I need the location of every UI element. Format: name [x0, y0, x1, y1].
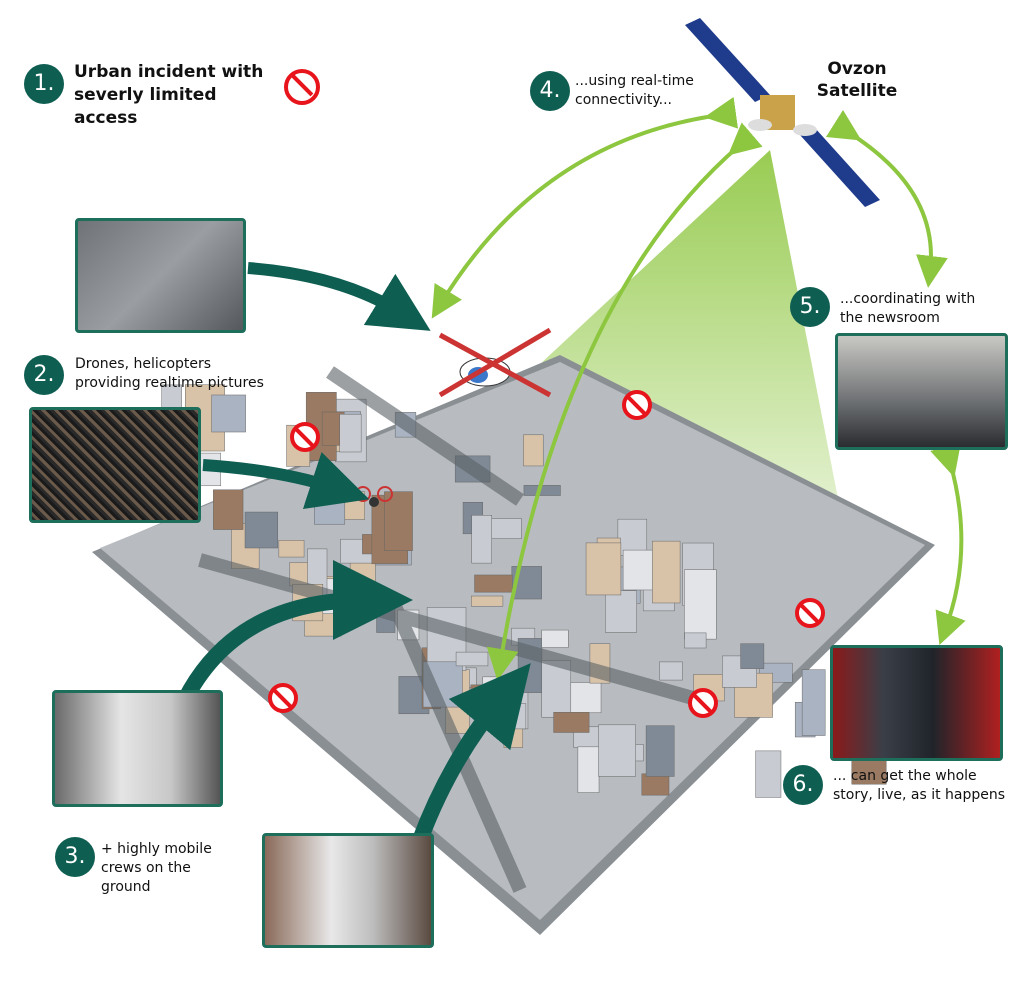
satellite-label: Ovzon Satellite: [816, 59, 898, 101]
building: [553, 712, 590, 733]
building: [455, 651, 489, 667]
building: [645, 725, 675, 777]
newsroom-photo: [835, 333, 1008, 450]
building: [641, 773, 670, 796]
building: [211, 394, 246, 433]
step-badge-2: 2.: [24, 355, 64, 395]
building: [659, 661, 683, 681]
link-arrow-broadcast: [930, 442, 966, 645]
step-caption-6: ... can get the whole story, live, as it…: [833, 768, 1006, 803]
street-crew-photo-2: [262, 833, 434, 948]
step-caption-1: Urban incident with severly limited acce…: [74, 62, 264, 128]
building: [523, 485, 561, 496]
no-access-icon: [622, 390, 652, 420]
aerial-crowd-photo: [75, 218, 246, 333]
building: [740, 643, 765, 669]
arrow-aerial-photo: [247, 262, 431, 331]
no-access-icon: [290, 422, 320, 452]
no-access-icon: [284, 69, 320, 105]
step-caption-5: ...coordinating with the newsroom: [840, 291, 976, 326]
no-access-icon: [795, 598, 825, 628]
step-badge-6: 6.: [783, 765, 823, 805]
step-badge-5: 5.: [790, 287, 830, 327]
building: [244, 511, 279, 549]
building: [278, 540, 305, 558]
satellite-icon: [685, 18, 880, 207]
street-crew-photo-1: [52, 690, 223, 807]
building: [652, 540, 681, 604]
drone-crowd-photo: [29, 407, 201, 523]
building: [755, 750, 782, 798]
building: [801, 669, 826, 736]
step-caption-2: Drones, helicopters providing realtime p…: [75, 356, 264, 391]
building: [577, 746, 600, 793]
building: [471, 595, 504, 607]
building: [684, 569, 717, 640]
step-caption-4: ...using real-time connectivity...: [575, 73, 694, 108]
building: [523, 434, 544, 467]
link-arrow-newsroom: [825, 109, 948, 288]
step-caption-3: + highly mobile crews on the ground: [101, 841, 212, 895]
broadcast-anchor-photo: [830, 645, 1003, 761]
building: [684, 632, 707, 649]
building: [598, 724, 636, 777]
step-badge-1: 1.: [24, 64, 64, 104]
arrow-crew-photo-1: [172, 560, 413, 714]
building: [605, 590, 637, 633]
building: [622, 549, 657, 591]
helicopter-icon: [438, 327, 552, 398]
building: [471, 515, 492, 564]
step-badge-4: 4.: [530, 71, 570, 111]
no-access-icon: [268, 683, 298, 713]
building: [585, 542, 622, 596]
link-arrow-crews: [486, 122, 763, 681]
building: [339, 413, 362, 453]
step-badge-3: 3.: [55, 837, 95, 877]
building: [541, 629, 569, 648]
building: [384, 491, 413, 551]
building: [213, 489, 244, 530]
building: [503, 727, 524, 748]
arrow-crew-photo-2: [412, 663, 531, 843]
building: [474, 574, 513, 593]
no-access-icon: [688, 688, 718, 718]
arrow-drone-photo: [202, 452, 370, 510]
